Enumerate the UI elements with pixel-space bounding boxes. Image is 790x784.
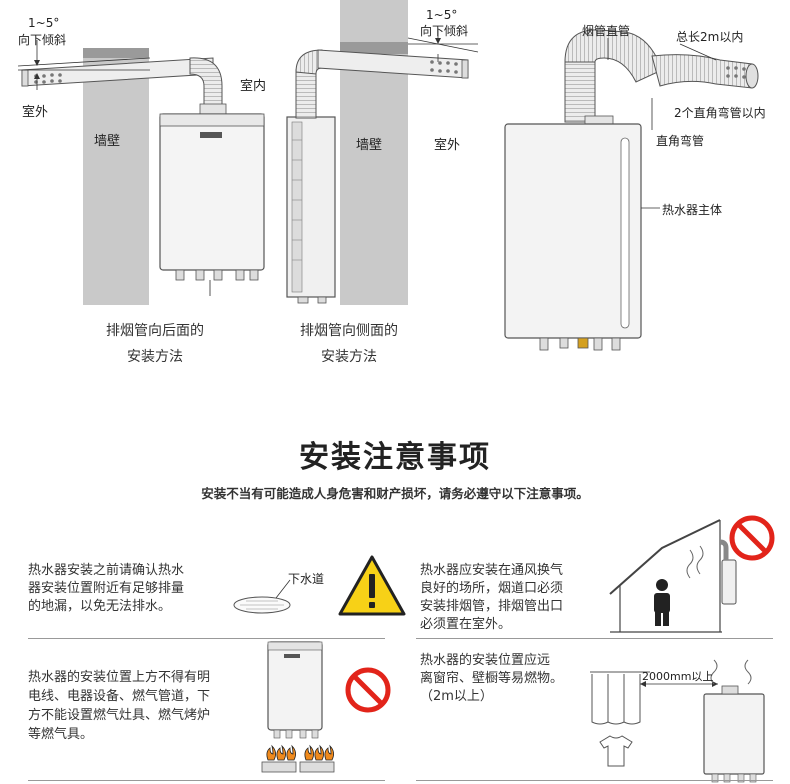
water-heater-3 [504,123,642,339]
notice-above-line: 等燃气具。 [28,727,94,742]
notice-drain-line: 热水器安装之前请确认热水 [28,563,185,578]
d1-wall-label: 墙壁 [94,134,121,149]
notice-distance-line: （2m以上） [420,689,493,704]
diagram3-drawing [504,29,759,351]
notice-divider-right [416,638,773,639]
notice-ventilation-line: 必须置在室外。 [420,617,512,632]
diagram1-drawing [17,40,265,305]
notice-divider-bottom-right [416,780,773,781]
above-illustration [261,641,391,773]
notice-above-line: 热水器的安装位置上方不得有明 [28,670,211,685]
d1-caption-2: 安装方法 [127,349,183,365]
d2-caption-1: 排烟管向侧面的 [300,323,398,339]
d1-outdoor-label: 室外 [22,105,49,120]
notice-drain: 热水器安装之前请确认热水 器安装位置附近有足够排量 的地漏，以免无法排水。 [28,562,184,616]
drain-label: 下水道 [288,572,325,586]
d1-caption-1: 排烟管向后面的 [106,323,204,339]
d1-indoor-label: 室内 [240,79,267,94]
d3-elbow-limit-label: 2个直角弯管以内 [674,106,766,120]
d2-caption-2: 安装方法 [321,349,377,365]
notice-ventilation-line: 安装排烟管，排烟管出口 [420,599,564,614]
section-subtitle: 安装不当有可能造成人身危害和财产损坏，请务必遵守以下注意事项。 [201,486,589,501]
d1-tilt-label-2: 向下倾斜 [18,33,67,47]
d2-outdoor-label: 室外 [434,138,461,153]
notice-ventilation: 热水器应安装在通风换气 良好的场所，烟道口必须 安装排烟管，排烟管出口 必须置在… [420,562,563,634]
notice-above-line: 方不能设置燃气灶具、燃气烤炉 [28,708,211,723]
wall-1 [83,48,149,305]
notice-ventilation-line: 良好的场所，烟道口必须 [420,581,564,596]
notice-divider-left [28,638,385,639]
notice-ventilation-line: 热水器应安装在通风换气 [420,563,564,578]
shirt-icon [599,735,633,767]
notice-distance-line: 热水器的安装位置应远 [420,653,551,668]
notice-distance-line: 离窗帘、壁橱等易燃物。 [420,671,564,686]
gas-burner-icon [261,744,335,773]
curtain-icon [590,671,650,725]
distance-illustration [590,659,765,783]
diagram2-drawing [286,0,479,305]
prohibit-icon-above [345,667,391,713]
ventilation-illustration [609,515,775,633]
drain-illustration [233,555,406,616]
d2-tilt-label-1: 1~5° [426,8,458,22]
distance-label: 2000mm以上 [642,670,714,683]
d2-tilt-label-2: 向下倾斜 [420,24,469,38]
person-icon [654,579,670,626]
notice-drain-line: 器安装位置附近有足够排量 [28,581,185,596]
d3-total-length-label: 总长2m以内 [676,30,744,44]
d3-straight-pipe-label: 烟管直管 [582,24,631,38]
d3-heater-body-label: 热水器主体 [662,203,723,217]
d2-wall-label: 墙壁 [356,138,383,153]
notice-above-line: 电线、电器设备、燃气管道，下 [28,689,211,704]
notice-drain-line: 的地漏，以免无法排水。 [28,599,172,614]
section-title: 安装注意事项 [299,440,491,475]
notice-above: 热水器的安装位置上方不得有明 电线、电器设备、燃气管道，下 方不能设置燃气灶具、… [28,668,210,744]
d1-tilt-label-1: 1~5° [28,16,60,30]
d3-elbow-label: 直角弯管 [656,134,705,148]
elbow-pipe [564,29,663,83]
prohibit-icon-ventilation [729,515,775,561]
notice-divider-bottom-left [28,780,385,781]
notice-distance: 热水器的安装位置应远 离窗帘、壁橱等易燃物。 （2m以上） [420,652,563,706]
